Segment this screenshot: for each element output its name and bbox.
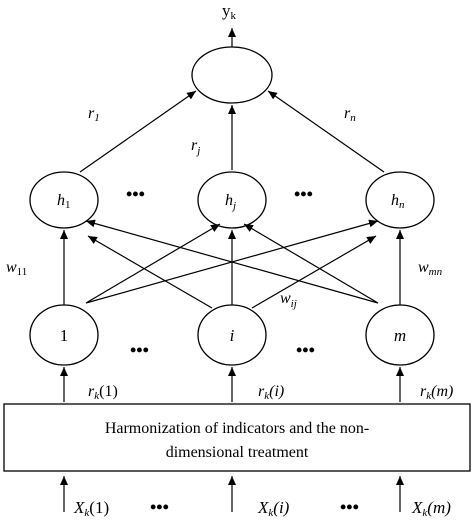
signal-label-rk1: rk(1) bbox=[88, 383, 118, 402]
edge-m-hj bbox=[243, 223, 379, 304]
hidden-label-h1: h1 bbox=[57, 192, 71, 211]
edge-m-h1 bbox=[85, 219, 379, 304]
raw-input-label-x1: Xk(1) bbox=[73, 498, 109, 519]
harmonization-text-line1: Harmonization of indicators and the non- bbox=[105, 420, 369, 437]
hidden-node-hj bbox=[197, 171, 267, 229]
edge-i-h1 bbox=[87, 235, 213, 309]
harmonization-box bbox=[3, 403, 471, 472]
hidden-label-hn: hn bbox=[391, 192, 405, 211]
weight-label-w11: w11 bbox=[6, 259, 27, 278]
raw-ellipsis-left: ••• bbox=[150, 497, 169, 517]
hidden-label-hj: hj bbox=[225, 192, 236, 212]
hidden-ellipsis-right: ••• bbox=[294, 184, 313, 204]
weight-label-rn: rn bbox=[344, 105, 356, 124]
input-node-i bbox=[197, 304, 267, 366]
signal-label-rki: rk(i) bbox=[258, 383, 284, 402]
input-node-m bbox=[365, 304, 435, 366]
hidden-ellipsis-left: ••• bbox=[126, 184, 145, 204]
edge-1-hj bbox=[85, 223, 221, 304]
edge-h1-output bbox=[79, 90, 197, 173]
input-ellipsis-right: ••• bbox=[296, 340, 315, 360]
hidden-node-hn bbox=[365, 171, 435, 229]
output-node bbox=[191, 46, 273, 104]
harmonization-text-line2: dimensional treatment bbox=[166, 444, 309, 461]
weight-label-wmn: wmn bbox=[418, 259, 443, 278]
input-node-1 bbox=[29, 304, 99, 366]
output-label: yk bbox=[222, 1, 237, 22]
input-label-m: m bbox=[394, 326, 406, 345]
weight-label-rj: rj bbox=[191, 137, 200, 157]
input-label-i: i bbox=[230, 326, 235, 345]
raw-input-label-xm: Xk(m) bbox=[411, 498, 451, 519]
edge-i-hn bbox=[251, 235, 377, 309]
input-label-1: 1 bbox=[60, 326, 69, 345]
weight-label-wij: wij bbox=[280, 290, 297, 310]
signal-label-rkm: rk(m) bbox=[420, 383, 453, 402]
raw-input-label-xi: Xk(i) bbox=[257, 498, 290, 519]
raw-ellipsis-right: ••• bbox=[340, 497, 359, 517]
input-ellipsis-left: ••• bbox=[130, 340, 149, 360]
hidden-node-h1 bbox=[29, 171, 99, 229]
weight-label-r1: r1 bbox=[88, 105, 100, 124]
edge-hn-output bbox=[267, 90, 385, 173]
